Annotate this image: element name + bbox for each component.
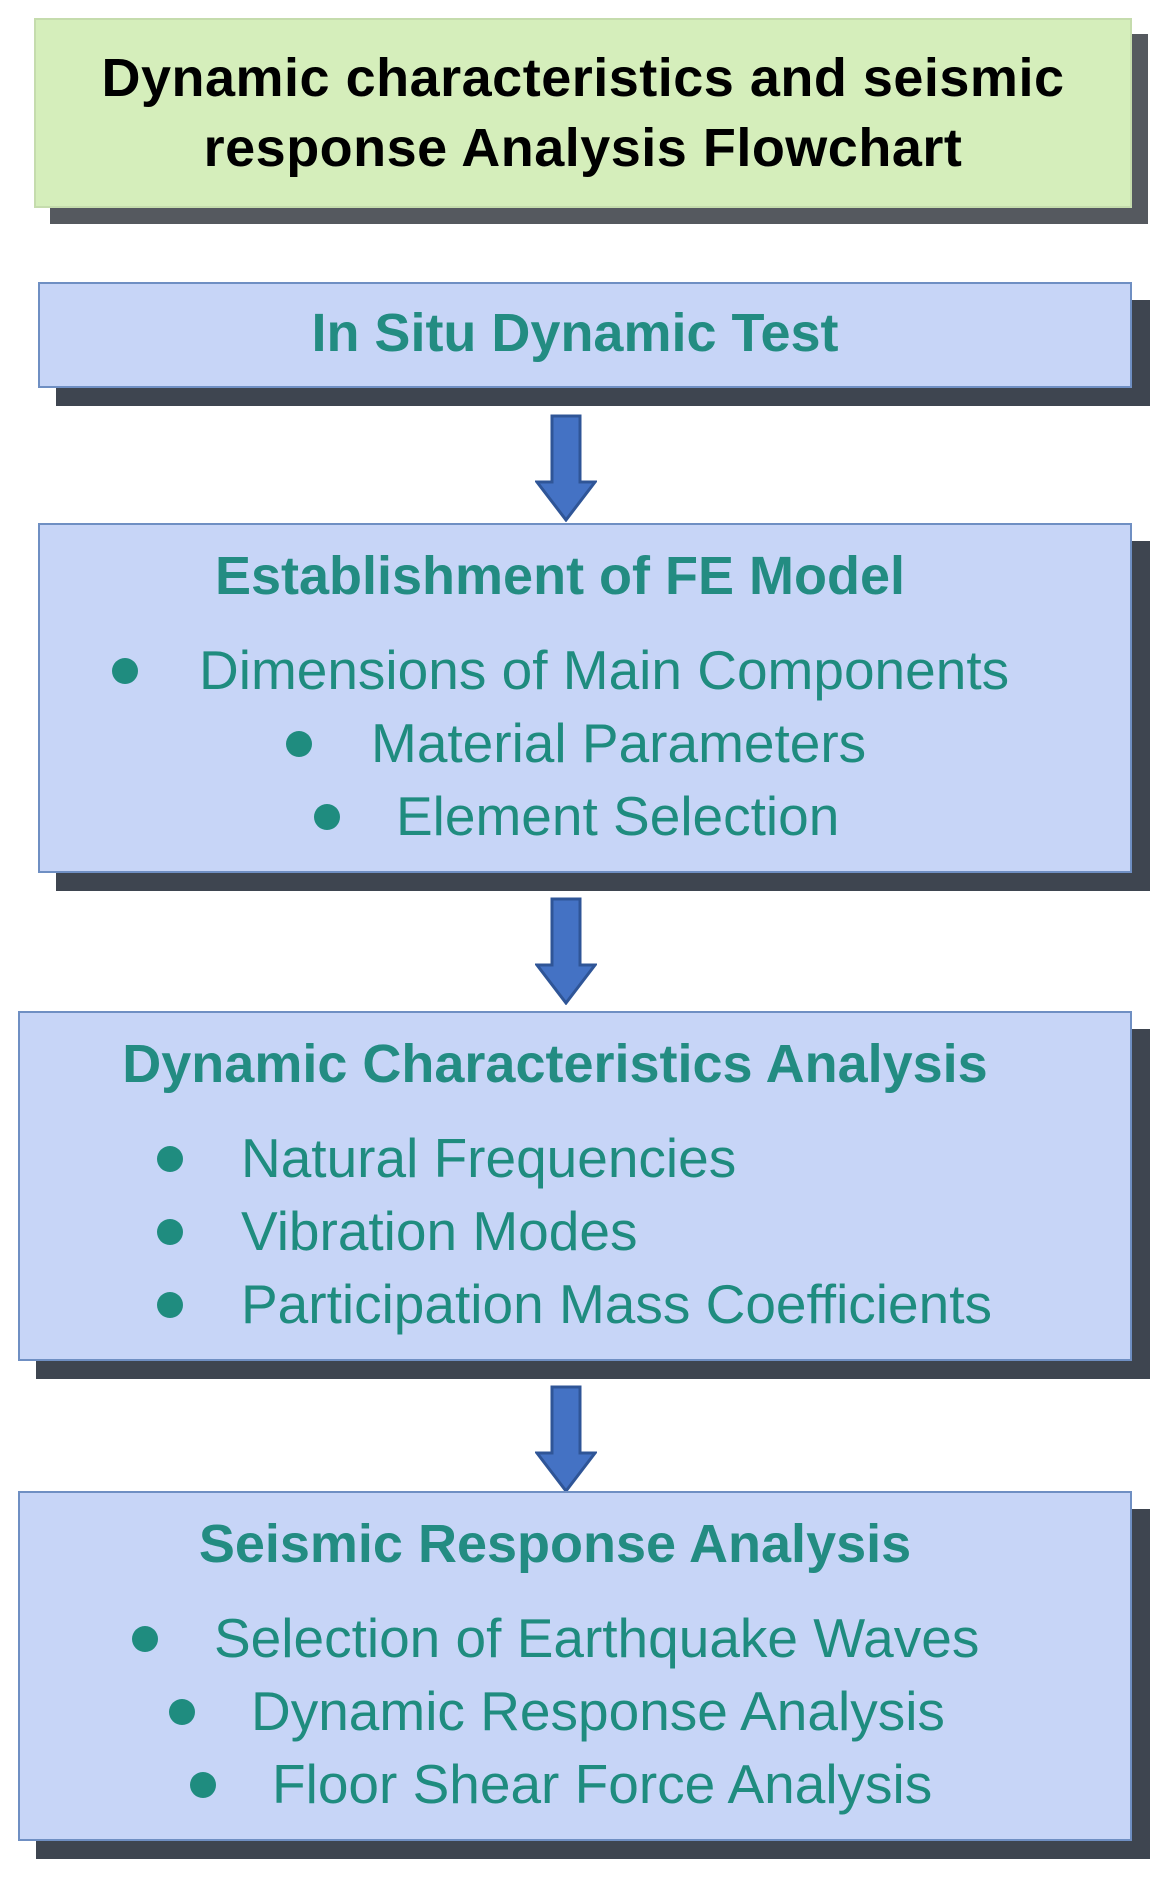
step-heading: Establishment of FE Model	[214, 546, 906, 606]
page-title: Dynamic characteristics and seismic resp…	[101, 43, 1064, 183]
down-arrow-icon	[535, 897, 597, 1005]
list-item: Natural Frequencies	[157, 1128, 736, 1188]
list-item: Dimensions of Main Components	[112, 640, 1009, 700]
bullet-icon	[112, 658, 138, 685]
list-item: Floor Shear Force Analysis	[190, 1754, 932, 1814]
step-heading: In Situ Dynamic Test	[311, 303, 839, 363]
list-item: Element Selection	[314, 786, 839, 846]
bullet-icon	[132, 1626, 158, 1653]
step-heading: Seismic Response Analysis	[198, 1514, 912, 1574]
list-item: Vibration Modes	[157, 1201, 637, 1261]
title-line-1: Dynamic characteristics and seismic	[101, 48, 1065, 108]
bullet-icon	[157, 1219, 183, 1246]
bullet-icon	[286, 731, 312, 758]
step-seismic-response-analysis: Seismic Response Analysis Selection of E…	[18, 1491, 1132, 1841]
down-arrow-icon	[535, 1385, 597, 1493]
list-item: Dynamic Response Analysis	[169, 1681, 945, 1741]
step-dynamic-characteristics-analysis: Dynamic Characteristics Analysis Natural…	[18, 1011, 1132, 1361]
list-item: Material Parameters	[286, 713, 866, 773]
bullet-icon	[314, 804, 340, 831]
list-item: Selection of Earthquake Waves	[132, 1608, 979, 1668]
step-in-situ-dynamic-test: In Situ Dynamic Test	[38, 282, 1132, 388]
bullet-icon	[190, 1772, 216, 1799]
title-box: Dynamic characteristics and seismic resp…	[34, 18, 1132, 208]
step-heading: Dynamic Characteristics Analysis	[122, 1034, 988, 1094]
down-arrow-icon	[535, 414, 597, 522]
list-item: Participation Mass Coefficients	[157, 1274, 992, 1334]
bullet-icon	[157, 1292, 183, 1319]
step-establishment-of-fe-model: Establishment of FE Model Dimensions of …	[38, 523, 1132, 873]
bullet-icon	[169, 1699, 195, 1726]
title-line-2: response Analysis Flowchart	[203, 118, 963, 178]
bullet-icon	[157, 1146, 183, 1173]
